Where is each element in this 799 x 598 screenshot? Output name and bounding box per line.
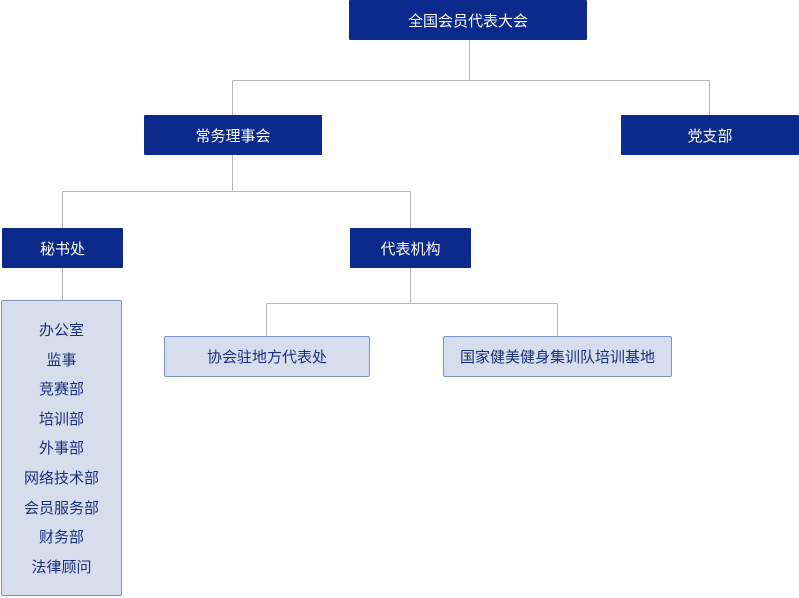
list-item: 网络技术部 [23, 469, 99, 487]
node-party-branch: 党支部 [621, 115, 799, 155]
list-item: 会员服务部 [23, 499, 99, 517]
list-item: 竞赛部 [38, 380, 84, 398]
node-local-offices: 协会驻地方代表处 [164, 336, 370, 377]
node-label: 全国会员代表大会 [407, 11, 528, 30]
node-standing-council: 常务理事会 [144, 115, 322, 155]
list-item: 监事 [46, 351, 77, 369]
node-secretariat: 秘书处 [2, 228, 123, 268]
node-national-congress: 全国会员代表大会 [349, 0, 587, 40]
list-item: 外事部 [38, 439, 84, 457]
node-training-base: 国家健美健身集训队培训基地 [443, 336, 672, 377]
list-item: 办公室 [38, 321, 84, 339]
node-label: 国家健美健身集训队培训基地 [459, 348, 655, 366]
node-label: 代表机构 [380, 239, 441, 258]
departments-list: 办公室 监事 竞赛部 培训部 外事部 网络技术部 会员服务部 财务部 法律顾问 [1, 300, 122, 596]
list-item: 法律顾问 [31, 558, 92, 576]
node-label: 秘书处 [39, 239, 85, 258]
node-representative-bodies: 代表机构 [350, 228, 471, 268]
node-label: 常务理事会 [195, 126, 271, 145]
list-item: 培训部 [38, 410, 84, 428]
list-item: 财务部 [38, 528, 84, 546]
node-label: 协会驻地方代表处 [206, 348, 327, 366]
node-label: 党支部 [687, 126, 733, 145]
